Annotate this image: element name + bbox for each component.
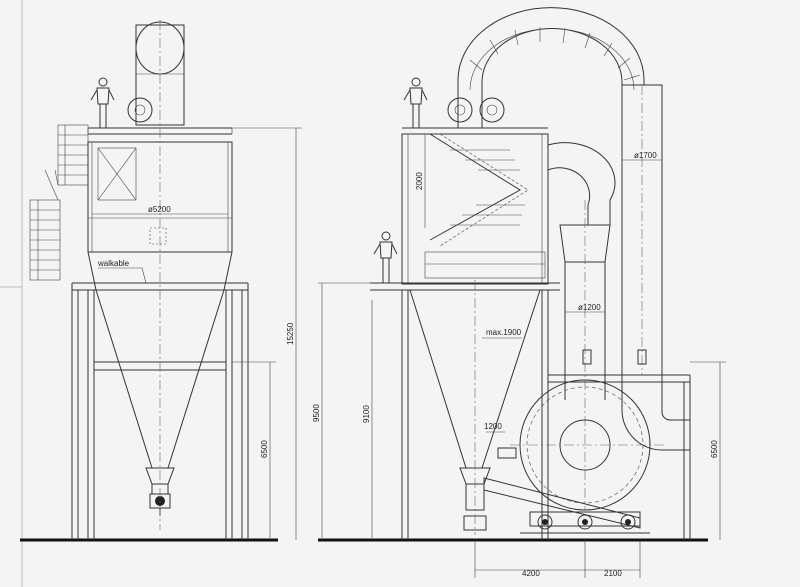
dim-2100-label: 2100 (604, 569, 622, 578)
dim-6500-left-label: 6500 (260, 440, 269, 458)
person-figure-top-right (403, 77, 428, 128)
curved-duct (457, 7, 645, 129)
main-fan (510, 379, 665, 511)
dim-9100-label: 9100 (362, 405, 371, 423)
max-width-label: max.1900 (486, 328, 522, 337)
stair-structure-right (424, 133, 546, 279)
side-view: ø1700 (312, 7, 726, 578)
dim-15250-label: 15250 (286, 322, 295, 345)
dim-2000-label: 2000 (415, 172, 424, 190)
front-view: walkable ø5200 15250 6500 (20, 20, 302, 542)
diameter-label-mid: ø1200 (578, 303, 601, 312)
stair-structure-left (29, 124, 89, 281)
person-figure-mid-right (373, 231, 398, 283)
dim-1200-label: 1200 (484, 422, 502, 431)
dim-9500-label: 9500 (312, 404, 321, 422)
dim-6500-right-label: 6500 (710, 440, 719, 458)
diameter-label-left: ø5200 (148, 205, 171, 214)
walkable-label: walkable (97, 259, 130, 268)
dim-4200-label: 4200 (522, 569, 540, 578)
person-figure-left (90, 77, 115, 128)
diameter-label-right-top: ø1700 (634, 151, 657, 160)
